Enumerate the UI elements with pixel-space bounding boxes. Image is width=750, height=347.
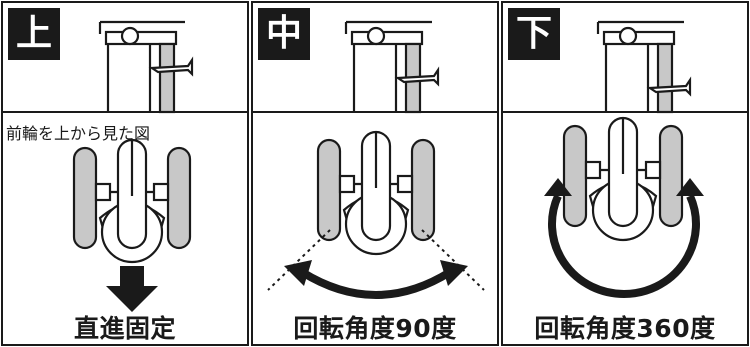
badge-up: 上 (8, 8, 60, 60)
arrowhead-left-up-icon (544, 178, 572, 196)
panel-straight-lock-art (1, 1, 249, 346)
caster-top-view-down (562, 116, 684, 242)
down-arrow-icon (106, 266, 158, 312)
caster-top-view (72, 138, 192, 264)
panel-rotate-360: 下 回転角度360度 (500, 0, 750, 347)
side-view-lever-mid (344, 20, 440, 114)
arrowhead-left-icon (284, 260, 312, 286)
badge-middle: 中 (258, 8, 310, 60)
side-view-lever-up (98, 20, 194, 114)
angle-guide-left (267, 229, 331, 291)
arrowhead-right-icon (440, 260, 468, 286)
panel-rotate-360-art (501, 1, 749, 346)
arrowhead-right-up-icon (676, 178, 704, 196)
caption-straight: 直進固定 (73, 314, 176, 343)
top-view-note: 前輪を上から見た図 (6, 124, 151, 143)
side-view-lever-down (596, 20, 692, 114)
caption-rotate-360: 回転角度360度 (534, 314, 716, 343)
panel-rotate-90-art (251, 1, 499, 346)
rotate-360-arc (548, 194, 700, 298)
panel-rotate-90: 中 回転角度90度 (250, 0, 500, 347)
angle-guide-right (421, 229, 485, 291)
rotate-90-arc (299, 268, 453, 299)
panel-straight-lock: 上 前輪を上から見た図 直進固定 (0, 0, 250, 347)
badge-down: 下 (508, 8, 560, 60)
caption-rotate-90: 回転角度90度 (293, 314, 457, 343)
caster-top-view-mid (316, 130, 436, 256)
